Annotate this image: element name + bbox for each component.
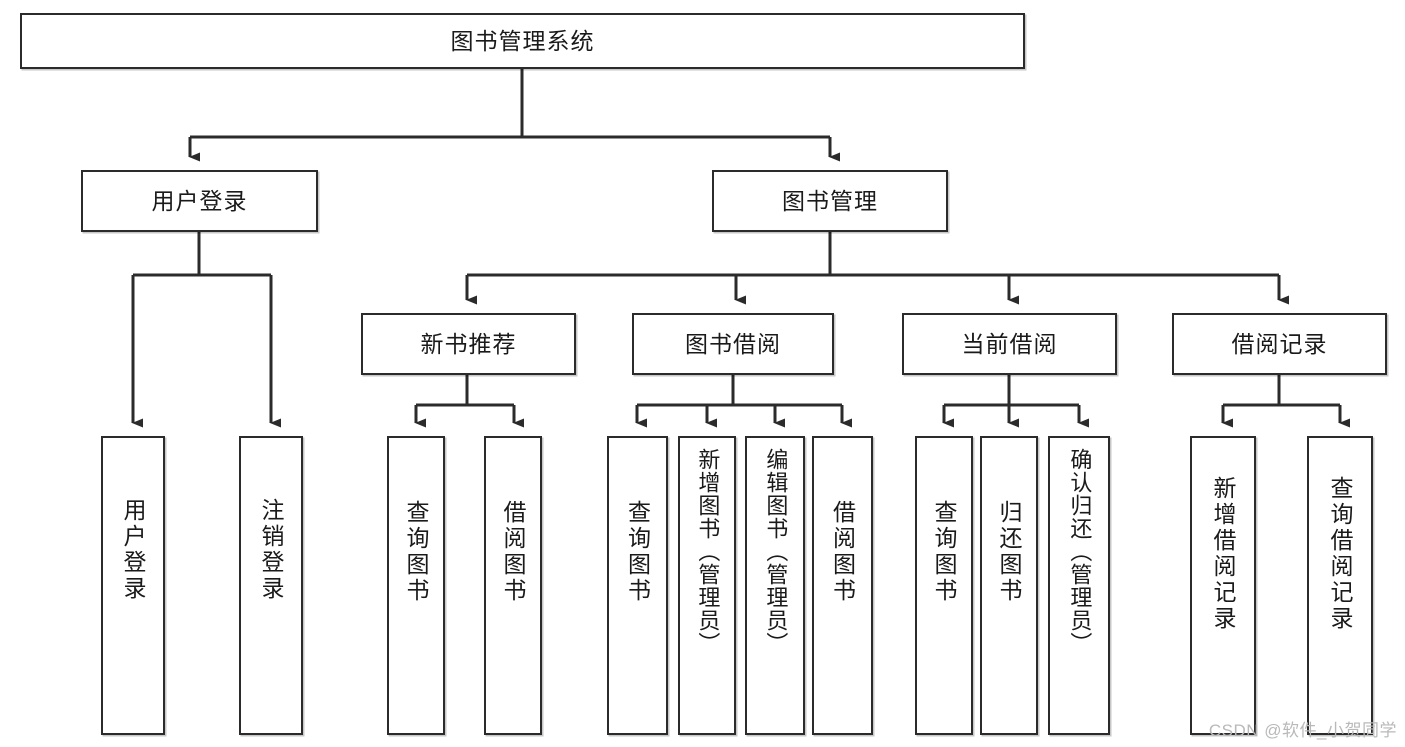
leaf-return-book[interactable]: 归还图书 [980,436,1038,735]
leaf-user-login[interactable]: 用户登录 [101,436,165,735]
node-label: 归还图书 [996,500,1023,604]
node-label: 图书管理 [782,187,878,214]
leaf-logout[interactable]: 注销登录 [239,436,303,735]
node-root[interactable]: 图书管理系统 [20,13,1025,69]
node-label: 用户登录 [120,498,147,602]
leaf-query-book-borrow[interactable]: 查询图书 [607,436,668,735]
node-label: 用户登录 [151,187,248,214]
node-label: 注销登录 [258,498,285,602]
node-label: 新书推荐 [420,330,517,357]
leaf-edit-book-admin[interactable]: 编辑图书（管理员） [745,436,805,735]
node-label: 查询借阅记录 [1327,476,1354,632]
node-book-borrow[interactable]: 图书借阅 [632,313,834,375]
leaf-confirm-return-admin[interactable]: 确认归还（管理员） [1048,436,1110,735]
node-label: 查询图书 [624,500,651,604]
leaf-query-borrow-record[interactable]: 查询借阅记录 [1307,436,1373,735]
node-label: 图书管理系统 [450,27,595,54]
node-current-borrow[interactable]: 当前借阅 [902,313,1117,375]
node-label: 借阅图书 [829,500,856,604]
node-label: 借阅记录 [1231,330,1328,357]
node-label: 新增借阅记录 [1210,476,1237,632]
node-book-management[interactable]: 图书管理 [712,170,948,232]
leaf-borrow-book-recommend[interactable]: 借阅图书 [484,436,542,735]
node-label: 当前借阅 [961,330,1058,357]
leaf-add-borrow-record[interactable]: 新增借阅记录 [1190,436,1256,735]
node-label: 查询图书 [931,500,958,604]
node-label: 图书借阅 [685,330,781,357]
node-label: 借阅图书 [500,500,527,604]
node-user-login[interactable]: 用户登录 [81,170,318,232]
leaf-query-book-current[interactable]: 查询图书 [915,436,973,735]
node-label: 编辑图书（管理员） [763,448,789,655]
node-label: 新增图书（管理员） [695,448,721,655]
leaf-add-book-admin[interactable]: 新增图书（管理员） [678,436,736,735]
leaf-query-book-recommend[interactable]: 查询图书 [387,436,445,735]
leaf-borrow-book[interactable]: 借阅图书 [812,436,873,735]
node-borrow-records[interactable]: 借阅记录 [1172,313,1387,375]
node-label: 查询图书 [403,500,430,604]
node-label: 确认归还（管理员） [1067,448,1093,655]
node-new-book-recommend[interactable]: 新书推荐 [361,313,576,375]
